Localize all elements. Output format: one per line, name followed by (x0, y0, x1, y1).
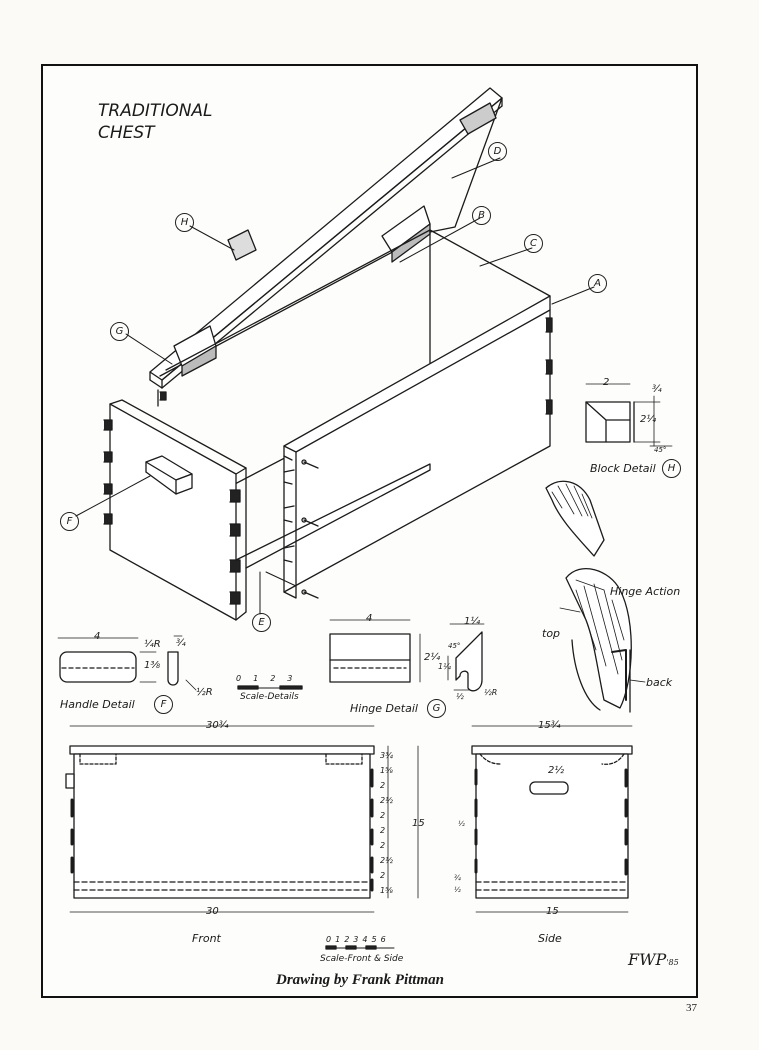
front-right-dim: 2½ (380, 856, 393, 865)
handle-detail-callout: F (154, 695, 173, 714)
hinge-blocks (173, 205, 431, 377)
handle-radius-top-dim: ¼R (144, 639, 161, 650)
scale-front-side-ticks: 0123456 (326, 935, 390, 944)
side-base-width-dim: 15 (546, 906, 559, 917)
chest-bottom (157, 389, 431, 569)
side-view-label: Side (538, 932, 562, 945)
callout-d: D (488, 142, 507, 161)
hinge-length-dim: 4 (366, 613, 373, 624)
side-left-dim: ¾ (454, 874, 461, 882)
scale-front-side-label: Scale-Front & Side (320, 954, 404, 964)
handle-height-dim: 1⅜ (144, 660, 161, 671)
callout-h: H (175, 213, 194, 232)
hinge-back-label: back (646, 676, 673, 689)
front-right-dim: 2½ (380, 796, 393, 805)
front-right-dim: 1⅝ (380, 766, 393, 775)
chest-front (283, 295, 553, 599)
front-height-dim: 15 (412, 818, 425, 829)
front-base-width-dim: 30 (206, 906, 219, 917)
scale-details-bar (237, 685, 303, 690)
front-right-dim: 2 (380, 841, 386, 850)
hinge-detail-label: Hinge Detail (350, 702, 418, 715)
callout-a: A (588, 274, 607, 293)
hinge-action-drawing (545, 480, 646, 713)
front-right-dim: 2 (380, 871, 386, 880)
hinge-action-label: Hinge Action (610, 585, 681, 598)
chest-side-panel (103, 399, 247, 621)
block-detail-label: Block Detail (590, 462, 656, 475)
front-overall-width-dim: 30¾ (206, 720, 229, 731)
front-right-dim: 2 (380, 826, 386, 835)
callout-c: C (524, 234, 543, 253)
side-overall-width-dim: 15¾ (538, 720, 561, 731)
front-right-dim: 2 (380, 811, 386, 820)
drawing-title: TRADITIONAL CHEST (98, 101, 213, 143)
block-detail-callout: H (662, 459, 681, 478)
scale-details-ticks: 0123 (236, 674, 305, 683)
block-angle-dim: 45° (654, 446, 667, 454)
block-height-dim: 2¼ (640, 414, 657, 425)
front-right-dim: 1⅝ (380, 886, 393, 895)
hinge-detail-drawing (329, 619, 485, 692)
artist-initials: FWP'85 (628, 950, 679, 969)
callout-b: B (472, 206, 491, 225)
callout-g: G (110, 322, 129, 341)
front-right-dims: 3¾ 1⅝ 2 2½ 2 2 2 2½ 2 1⅝ (380, 748, 396, 898)
scale-front-side-bar (325, 945, 395, 950)
side-handle-dim: 2½ (548, 765, 565, 776)
block-width-dim: 2 (603, 377, 610, 388)
hinge-detail-callout: G (427, 699, 446, 718)
hinge-top-dim: 1¼ (464, 616, 481, 627)
front-right-dim: 3¾ (380, 751, 393, 760)
hinge-bottom-dim: ½ (456, 692, 464, 701)
front-right-dim: 2 (380, 781, 386, 790)
callout-e: E (252, 613, 271, 632)
drawing-credit: Drawing by Frank Pittman (276, 972, 444, 988)
front-view-label: Front (192, 932, 221, 945)
front-view-drawing (65, 725, 419, 913)
handle-detail-drawing (57, 635, 197, 691)
block-top-dim: ¾ (652, 384, 662, 395)
handle-radius-bottom-dim: ½R (196, 687, 213, 698)
chest-lid (149, 87, 503, 389)
side-left-dim: ½ (458, 820, 465, 828)
scale-details-label: Scale-Details (240, 692, 299, 702)
hinge-height-dim: 2¼ (424, 652, 441, 663)
hinge-radius-dim: ½R (484, 688, 498, 697)
handle-thickness-dim: ¾ (176, 638, 186, 649)
block-detail-drawing (585, 383, 673, 447)
callout-f: F (60, 512, 79, 531)
handle-length-dim: 4 (94, 631, 101, 642)
hinge-angle-dim: 45° (448, 642, 461, 650)
handle-detail-label: Handle Detail (60, 698, 135, 711)
page-number: 37 (686, 1002, 697, 1014)
hinge-side-dim: 1¼ (438, 662, 451, 671)
callout-leaders (75, 157, 595, 615)
hinge-top-label: top (542, 627, 561, 640)
side-left-dim: ½ (454, 886, 461, 894)
side-view-drawing (471, 725, 633, 913)
